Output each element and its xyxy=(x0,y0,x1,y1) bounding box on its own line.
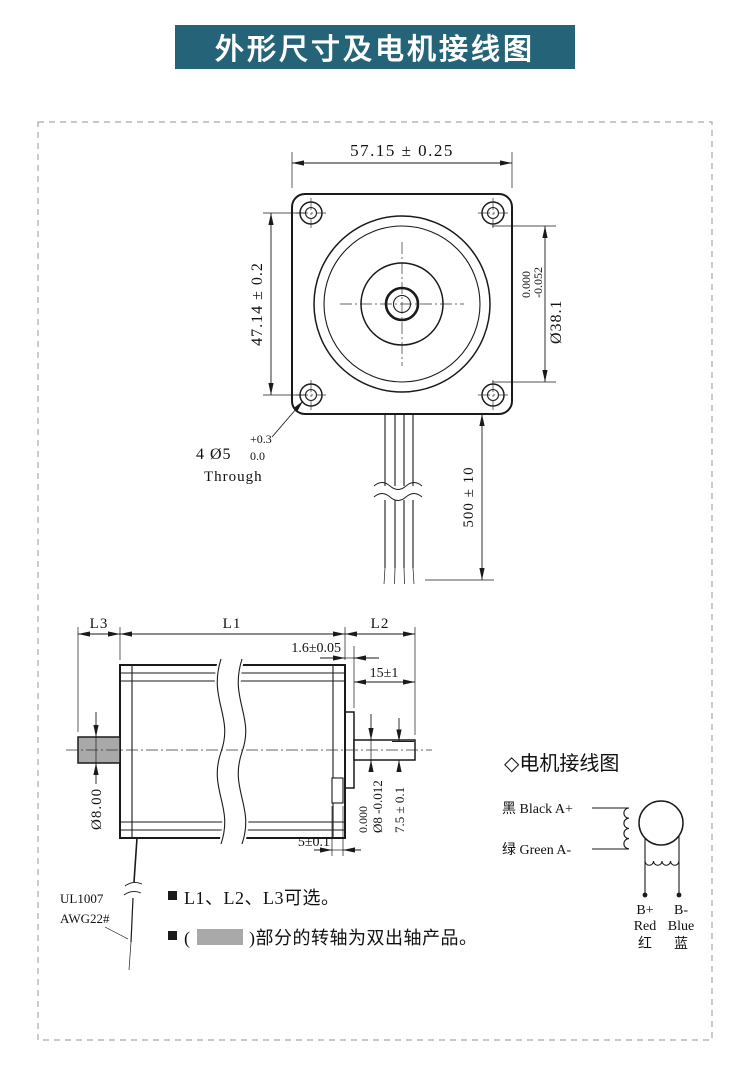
wiring-diagram: ◇电机接线图 黑 Black A+ 绿 Green A- B+ Red 红 B-… xyxy=(502,752,694,952)
page-title: 外形尺寸及电机接线图 xyxy=(214,34,535,66)
pilot-circle xyxy=(323,225,481,383)
b-minus-color-cn: 蓝 xyxy=(674,936,688,952)
rear-shaft-dia-text: Ø8.00 xyxy=(89,788,105,830)
b-plus-label: B+ xyxy=(636,903,653,918)
dim-l2-text: L2 xyxy=(371,616,390,632)
dim-bolt-spacing-text: 47.14 ± 0.2 xyxy=(249,262,266,346)
dim-lengths-l3-l1-l2: L3 L1 L2 xyxy=(77,616,416,735)
dim-boss-thickness: 1.6±0.05 xyxy=(291,641,379,708)
cable-break-line xyxy=(373,493,423,501)
note-2-suffix-text: )部分的转轴为双出轴产品。 xyxy=(249,928,478,949)
holes-label-text: 4 Ø5 xyxy=(196,446,232,463)
body-break-line xyxy=(216,658,226,845)
dim-front-shaft-dia: 0.000 Ø8 -0.012 xyxy=(356,714,385,833)
wiring-title: ◇电机接线图 xyxy=(504,752,619,775)
title-banner: 外形尺寸及电机接线图 xyxy=(175,25,575,69)
b-minus-color-en: Blue xyxy=(668,919,694,934)
holes-tol-upper-text: +0.3 xyxy=(250,432,272,446)
dim-key: 5±0.1 xyxy=(298,806,361,856)
pilot-dia-text: Ø38.1 xyxy=(548,299,565,344)
dim-cable-length: 500 ± 10 xyxy=(425,414,494,581)
shaft-circle xyxy=(384,286,420,322)
dim-shaft-length-text: 15±1 xyxy=(370,666,399,681)
b-plus-color-cn: 红 xyxy=(638,936,652,952)
pilot-tol-upper-text: 0.000 xyxy=(519,271,533,298)
body-break-line xyxy=(237,658,247,845)
note-bullet xyxy=(168,891,177,900)
cable-exit-detail xyxy=(331,777,344,804)
front-shaft-dia-text: Ø8 -0.012 xyxy=(370,780,385,833)
dim-key-text: 5±0.1 xyxy=(298,835,330,850)
shaft-bore-circle xyxy=(392,294,412,314)
phase-b-coil xyxy=(644,860,680,866)
note-2-prefix-text: ( xyxy=(184,928,191,949)
drawing-frame xyxy=(37,121,713,1041)
wire-break-line xyxy=(123,890,142,896)
dim-bolt-spacing: 47.14 ± 0.2 xyxy=(249,212,305,396)
dim-front-width-text: 57.15 ± 0.25 xyxy=(350,141,454,160)
wire-break-line xyxy=(124,881,143,887)
double-shaft-swatch xyxy=(197,929,243,945)
pilot-tol-lower-text: -0.052 xyxy=(531,267,545,298)
dim-rear-shaft-dia: Ø8.00 xyxy=(89,712,105,830)
dim-front-width: 57.15 ± 0.25 xyxy=(291,141,513,188)
side-view: L3 L1 L2 1.6±0.05 15±1 Ø8.00 0.000 Ø8 xyxy=(60,616,432,971)
mounting-hole-bottom-right xyxy=(478,380,508,410)
lead-a-minus-label: 绿 Green A- xyxy=(502,842,572,858)
motor-front-outline xyxy=(291,193,513,415)
cable-length-text: 500 ± 10 xyxy=(461,466,477,527)
cable-break-line xyxy=(373,482,423,490)
wire-spec-line1-text: UL1007 xyxy=(60,891,104,906)
holes-tol-lower-text: 0.0 xyxy=(250,449,265,463)
front-view: 57.15 ± 0.25 47.14 ± 0.2 0.000 -0.052 Ø3… xyxy=(196,141,565,585)
dim-shaft-flat-text: 7.5 ± 0.1 xyxy=(392,787,407,833)
lead-a-plus-label: 黑 Black A+ xyxy=(502,802,573,817)
motor-circle xyxy=(638,800,684,846)
note-bullet xyxy=(168,931,177,940)
front-shaft-tol-upper-text: 0.000 xyxy=(356,806,370,833)
dim-pilot-diameter: 0.000 -0.052 Ø38.1 xyxy=(492,225,565,383)
lead-wire xyxy=(104,837,143,971)
dim-l3-text: L3 xyxy=(90,616,109,632)
dim-shaft-flat: 7.5 ± 0.1 xyxy=(392,718,407,833)
b-plus-color-en: Red xyxy=(634,919,657,934)
front-shaft xyxy=(353,739,416,761)
mounting-hole-top-right xyxy=(478,198,508,228)
terminal-dot xyxy=(676,892,682,898)
boss-outer-circle xyxy=(313,215,491,393)
motor-cables xyxy=(373,414,423,585)
wire-spec-line2-text: AWG22# xyxy=(60,911,110,926)
holes-note-text: Through xyxy=(204,469,263,485)
dim-mounting-holes: 4 Ø5 +0.3 0.0 Through xyxy=(196,400,304,485)
b-minus-label: B- xyxy=(674,903,688,918)
notes: L1、L2、L3可选。 ( )部分的转轴为双出轴产品。 xyxy=(168,888,478,949)
bearing-boss-circle xyxy=(360,262,444,346)
dim-shaft-length: 15±1 xyxy=(354,666,415,685)
phase-a-coil xyxy=(623,807,630,850)
terminal-dot xyxy=(642,892,648,898)
note-1-text: L1、L2、L3可选。 xyxy=(184,888,340,908)
dim-boss-thickness-text: 1.6±0.05 xyxy=(291,641,341,656)
dim-l1-text: L1 xyxy=(223,616,242,632)
